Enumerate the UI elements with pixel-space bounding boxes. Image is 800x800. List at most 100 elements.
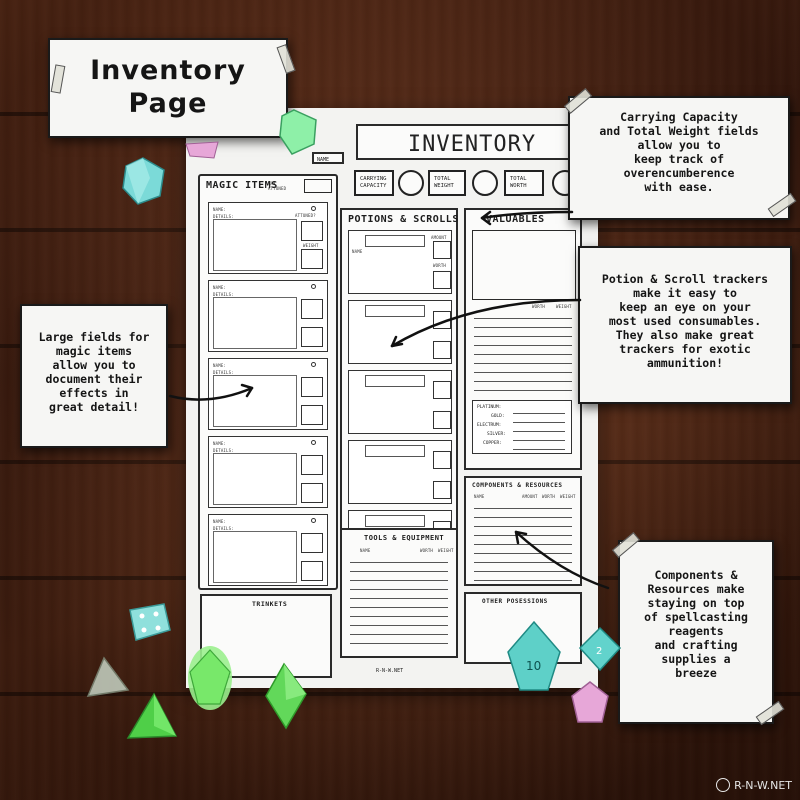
ps-name-field bbox=[365, 445, 425, 457]
potion-card bbox=[348, 440, 452, 504]
valuables-image-box bbox=[472, 230, 576, 300]
valuables-section: VALUABLES WORTH WEIGHT PLATINUM: GOLD: E… bbox=[464, 208, 582, 470]
total-worth-label: TOTAL WORTH bbox=[510, 176, 527, 189]
arrowhead bbox=[240, 383, 254, 398]
green-d4-die bbox=[126, 692, 178, 739]
mi-weight-box bbox=[301, 561, 323, 581]
other-heading: OTHER POSESSIONS bbox=[482, 598, 548, 605]
mi-weight-box bbox=[301, 483, 323, 503]
mi-details-field bbox=[213, 219, 297, 271]
max-attuned-label: MAX ATTUNED bbox=[268, 181, 287, 191]
carrying-capacity-circle bbox=[398, 170, 424, 196]
ps-amount-box bbox=[433, 241, 451, 259]
mi-worth-box bbox=[301, 377, 323, 397]
mi-worth-box bbox=[301, 455, 323, 475]
green-crystal-die bbox=[279, 109, 317, 155]
magic-item-card: NAME: DETAILS: bbox=[208, 280, 328, 352]
cr-worth-label: WORTH bbox=[542, 494, 556, 499]
coin-lines bbox=[513, 405, 565, 450]
watermark: R-N-W.NET bbox=[716, 778, 792, 792]
ps-name-field bbox=[365, 375, 425, 387]
sheet-footer: R-N-W.NET bbox=[376, 668, 404, 674]
mi-worth-box bbox=[301, 221, 323, 241]
attuned-dot bbox=[311, 440, 316, 445]
coin-platinum: PLATINUM: bbox=[477, 405, 502, 410]
components-note-text: Components & Resources make staying on t… bbox=[644, 568, 748, 680]
mi-weight-label: WEIGHT bbox=[303, 243, 319, 248]
coin-tracker: PLATINUM: GOLD: ELECTRUM: SILVER: COPPER… bbox=[472, 400, 572, 454]
attuned-dot bbox=[311, 206, 316, 211]
magic-item-card: NAME: DETAILS: bbox=[208, 358, 328, 430]
ps-amount-box bbox=[433, 381, 451, 399]
tools-equipment-section: TOOLS & EQUIPMENT NAME WORTH WEIGHT bbox=[340, 528, 458, 658]
title-note-text: Inventory Page bbox=[90, 55, 246, 119]
potion-card: NAME AMOUNT WORTH bbox=[348, 230, 452, 294]
mi-worth-box bbox=[301, 533, 323, 553]
total-weight-circle bbox=[472, 170, 498, 196]
max-attuned-box bbox=[304, 179, 332, 193]
mi-details-label: DETAILS: bbox=[213, 448, 234, 453]
magic-items-heading: MAGIC ITEMS bbox=[206, 180, 278, 191]
mi-details-field bbox=[213, 297, 297, 349]
magic-item-card: NAME: DETAILS: ATTUNED? WEIGHT bbox=[208, 202, 328, 274]
valuables-heading: VALUABLES bbox=[486, 214, 545, 225]
arrowhead bbox=[480, 210, 492, 226]
watermark-text: R-N-W.NET bbox=[734, 778, 792, 792]
mi-weight-box bbox=[301, 249, 323, 269]
carrying-capacity-field: CARRYING CAPACITY bbox=[354, 170, 394, 196]
glowing-d20-die bbox=[188, 646, 232, 710]
total-weight-label: TOTAL WEIGHT bbox=[434, 176, 454, 189]
magic-item-card: NAME: DETAILS: bbox=[208, 514, 328, 586]
d8-number: 2 bbox=[596, 646, 602, 657]
magic-items-note: Large fields for magic items allow you t… bbox=[20, 304, 168, 448]
trinkets-heading: TRINKETS bbox=[252, 600, 288, 608]
tools-heading: TOOLS & EQUIPMENT bbox=[364, 534, 445, 542]
blue-crystal-die bbox=[122, 157, 165, 205]
inventory-sheet: INVENTORY NAME CARRYING CAPACITY TOTAL W… bbox=[186, 108, 598, 688]
attuned-dot bbox=[311, 518, 316, 523]
ps-name-field bbox=[365, 235, 425, 247]
components-heading: COMPONENTS & RESOURCES bbox=[472, 482, 563, 489]
mi-weight-box bbox=[301, 327, 323, 347]
name-label: NAME bbox=[317, 157, 330, 163]
ps-worth-box bbox=[433, 481, 451, 499]
carrying-capacity-label: CARRYING CAPACITY bbox=[360, 176, 387, 189]
teal-d8-die: 2 bbox=[578, 626, 622, 672]
mi-details-label: DETAILS: bbox=[213, 214, 234, 219]
arrow-to-weight bbox=[480, 210, 574, 220]
watermark-logo-icon bbox=[716, 778, 731, 792]
arrow-to-potions bbox=[390, 298, 582, 348]
mi-name-label: NAME: bbox=[213, 363, 227, 368]
tools-name-label: NAME bbox=[360, 548, 371, 553]
tools-weight-label: WEIGHT bbox=[438, 548, 454, 553]
magic-items-section: MAGIC ITEMS MAX ATTUNED NAME: DETAILS: A… bbox=[198, 174, 338, 590]
val-weight-label: WEIGHT bbox=[556, 304, 572, 309]
carrying-note: Carrying Capacity and Total Weight field… bbox=[564, 88, 797, 220]
green-d8-die bbox=[265, 662, 307, 730]
coin-electrum: ELECTRUM: bbox=[477, 423, 502, 428]
arrow-to-magic bbox=[168, 386, 254, 401]
ps-worth-label: WORTH bbox=[433, 263, 447, 268]
ps-name-field bbox=[365, 305, 425, 317]
mi-name-label: NAME: bbox=[213, 207, 227, 212]
d6-die bbox=[129, 603, 171, 641]
potions-heading: POTIONS & SCROLLS bbox=[348, 214, 459, 225]
ps-worth-box bbox=[433, 411, 451, 429]
arrow-to-components bbox=[514, 530, 610, 590]
mi-worth-box bbox=[301, 299, 323, 319]
attuned-dot bbox=[311, 284, 316, 289]
valuables-lines bbox=[474, 310, 572, 394]
magic-item-card: NAME: DETAILS: bbox=[208, 436, 328, 508]
mi-details-field bbox=[213, 453, 297, 505]
mi-name-label: NAME: bbox=[213, 285, 227, 290]
ps-amount-label: AMOUNT bbox=[431, 235, 447, 240]
total-weight-field: TOTAL WEIGHT bbox=[428, 170, 466, 196]
mi-details-field bbox=[213, 531, 297, 583]
tools-lines bbox=[350, 554, 448, 652]
mi-name-label: NAME: bbox=[213, 441, 227, 446]
ps-amount-box bbox=[433, 451, 451, 469]
tools-worth-label: WORTH bbox=[420, 548, 434, 553]
ps-worth-box bbox=[433, 271, 451, 289]
components-resources-section: COMPONENTS & RESOURCES NAME AMOUNT WORTH… bbox=[464, 476, 582, 586]
